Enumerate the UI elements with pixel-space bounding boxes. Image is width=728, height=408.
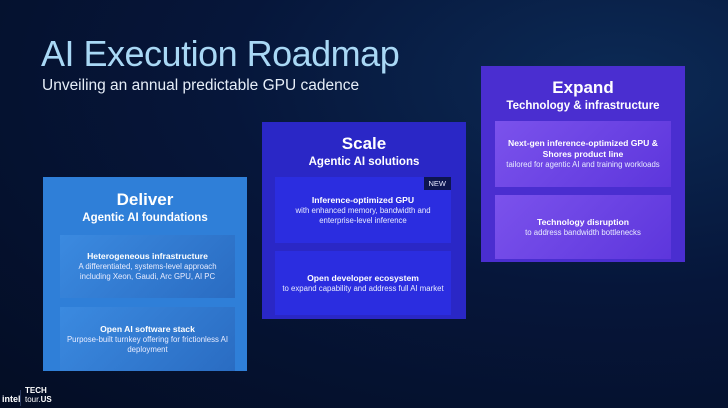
column-title: Deliver <box>116 190 174 209</box>
tech-tour-logo-line2: tour.US <box>25 396 52 404</box>
page-title: AI Execution Roadmap <box>41 33 400 74</box>
card-next-gen-gpu-shores: Next-gen inference-optimized GPU & Shore… <box>495 121 671 187</box>
card-title: Heterogeneous infrastructure <box>87 251 208 261</box>
card-description: Purpose-built turnkey offering for frict… <box>66 334 229 354</box>
column-subtitle: Agentic AI foundations <box>82 212 208 224</box>
card-inference-optimized-gpu: NEW Inference-optimized GPU with enhance… <box>275 177 451 243</box>
card-description: with enhanced memory, bandwidth and ente… <box>295 205 431 225</box>
card-description: to expand capability and address full AI… <box>282 283 444 293</box>
tech-tour-logo-line1: TECH <box>25 386 47 395</box>
card-heterogeneous-infrastructure: Heterogeneous infrastructure A different… <box>60 235 235 298</box>
card-description: A differentiated, systems-level approach… <box>78 262 217 281</box>
column-title: Scale <box>341 134 387 153</box>
card-description: to address bandwidth bottlenecks <box>525 227 641 237</box>
card-title: Technology disruption <box>537 216 629 227</box>
column-subtitle: Agentic AI solutions <box>308 156 420 168</box>
logo-divider <box>20 390 21 406</box>
page-subtitle: Unveiling an annual predictable GPU cade… <box>42 77 360 94</box>
column-deliver: Deliver Agentic AI foundations Heterogen… <box>43 177 247 371</box>
card-open-ai-software-stack: Open AI software stack Purpose-built tur… <box>60 307 235 371</box>
card-title: Open AI software stack <box>100 323 195 334</box>
column-subtitle: Technology & infrastructure <box>506 100 660 112</box>
column-expand: Expand Technology & infrastructure Next-… <box>481 66 685 262</box>
card-title: Next-gen inference-optimized GPU & Shore… <box>508 138 658 159</box>
column-scale: Scale Agentic AI solutions NEW Inference… <box>262 122 466 319</box>
footer-logos: intel TECH tour.US <box>0 380 100 408</box>
card-description: tailored for agentic AI and training wor… <box>506 160 660 169</box>
card-title: Open developer ecosystem <box>307 272 419 283</box>
new-badge: NEW <box>423 177 451 190</box>
card-open-developer-ecosystem: Open developer ecosystem to expand capab… <box>275 251 451 315</box>
card-title: Inference-optimized GPU <box>311 194 415 205</box>
intel-logo: intel <box>2 394 21 404</box>
column-title: Expand <box>552 78 614 97</box>
card-technology-disruption: Technology disruption to address bandwid… <box>495 195 671 259</box>
us-text: US <box>40 395 52 404</box>
tour-text: tour. <box>25 395 41 404</box>
